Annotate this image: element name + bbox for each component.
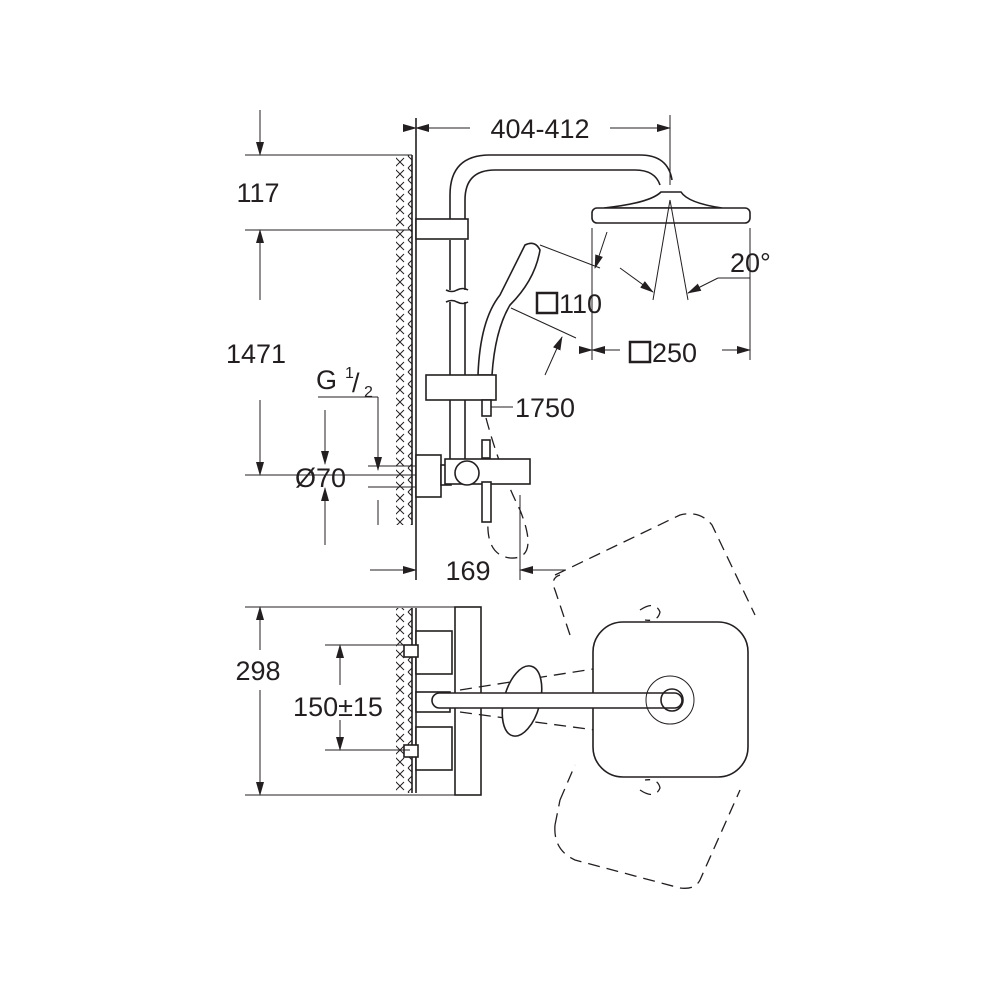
shower-riser: [415, 154, 673, 460]
square-icon: [535, 291, 559, 315]
dimension-404-412: 404-412: [403, 114, 671, 185]
dim-label-169: 169: [445, 556, 490, 586]
dim-label-150: 150±15: [293, 692, 383, 722]
dimension-117-1471: 117 1471: [226, 110, 420, 476]
dim-label-width: 404-412: [490, 114, 589, 144]
thermostat-mixer: [415, 439, 531, 523]
diameter-label: Ø70: [295, 463, 346, 493]
thread-label: G: [316, 365, 337, 395]
hand-shower: 110: [477, 242, 602, 376]
wall-top-view: [396, 608, 417, 793]
hand-size-label: 110: [559, 289, 602, 319]
dimension-inlet: G 1 / 2 Ø70: [295, 365, 415, 545]
dim-label-117: 117: [236, 178, 279, 208]
dim-label-1471: 1471: [226, 339, 286, 369]
svg-text:/: /: [352, 368, 360, 398]
square-icon: [628, 340, 652, 364]
head-size-label: 250: [652, 338, 697, 368]
svg-text:1: 1: [345, 365, 354, 382]
head-shower: 20° 250: [579, 191, 771, 368]
svg-text:2: 2: [364, 384, 373, 401]
dimension-298-150: 298 150±15: [235, 606, 455, 796]
wall-side-view: [396, 118, 417, 580]
angle-label: 20°: [730, 248, 771, 278]
top-view-head-shower: [431, 621, 749, 778]
hose-label: 1750: [515, 393, 575, 423]
dimension-169: 169: [370, 495, 565, 586]
dim-label-298: 298: [235, 656, 280, 686]
